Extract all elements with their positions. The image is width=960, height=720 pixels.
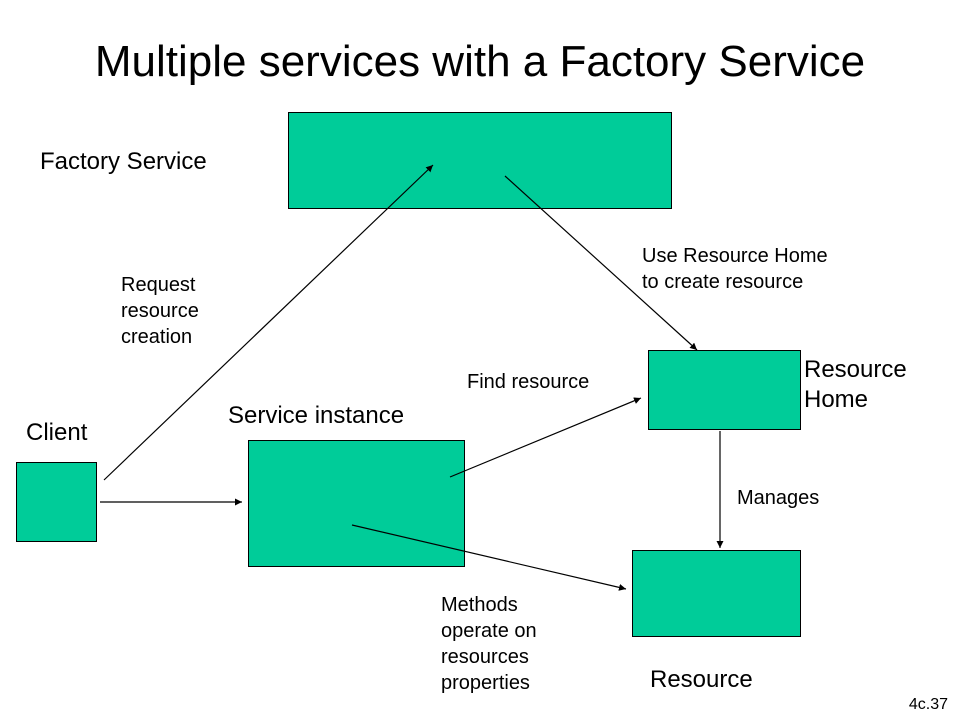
resource-box xyxy=(632,550,801,637)
arrow-service-instance-to-resource-home xyxy=(449,397,642,478)
resource-home-box xyxy=(648,350,801,430)
slide-number: 4c.37 xyxy=(908,696,948,713)
factory-service-label: Factory Service xyxy=(40,148,207,175)
find-resource-label: Find resource xyxy=(467,371,590,393)
arrow-factory-to-resource-home xyxy=(504,175,698,351)
service-instance-label: Service instance xyxy=(228,402,405,429)
client-box xyxy=(16,462,97,542)
resource-home-label: Resource Home xyxy=(804,356,907,413)
arrow-client-to-factory xyxy=(103,164,434,481)
client-label: Client xyxy=(26,419,88,446)
manages-label: Manages xyxy=(737,487,820,509)
use-resource-home-label: Use Resource Home to create resource xyxy=(642,245,828,293)
factory-service-box xyxy=(288,112,672,209)
request-creation-label: Request resource creation xyxy=(121,274,199,348)
slide-title: Multiple services with a Factory Service xyxy=(94,37,866,86)
service-instance-box xyxy=(248,440,465,567)
methods-operate-label: Methods operate on resources properties xyxy=(441,594,537,694)
arrow-service-instance-to-resource xyxy=(351,524,627,591)
resource-label: Resource xyxy=(650,666,753,693)
